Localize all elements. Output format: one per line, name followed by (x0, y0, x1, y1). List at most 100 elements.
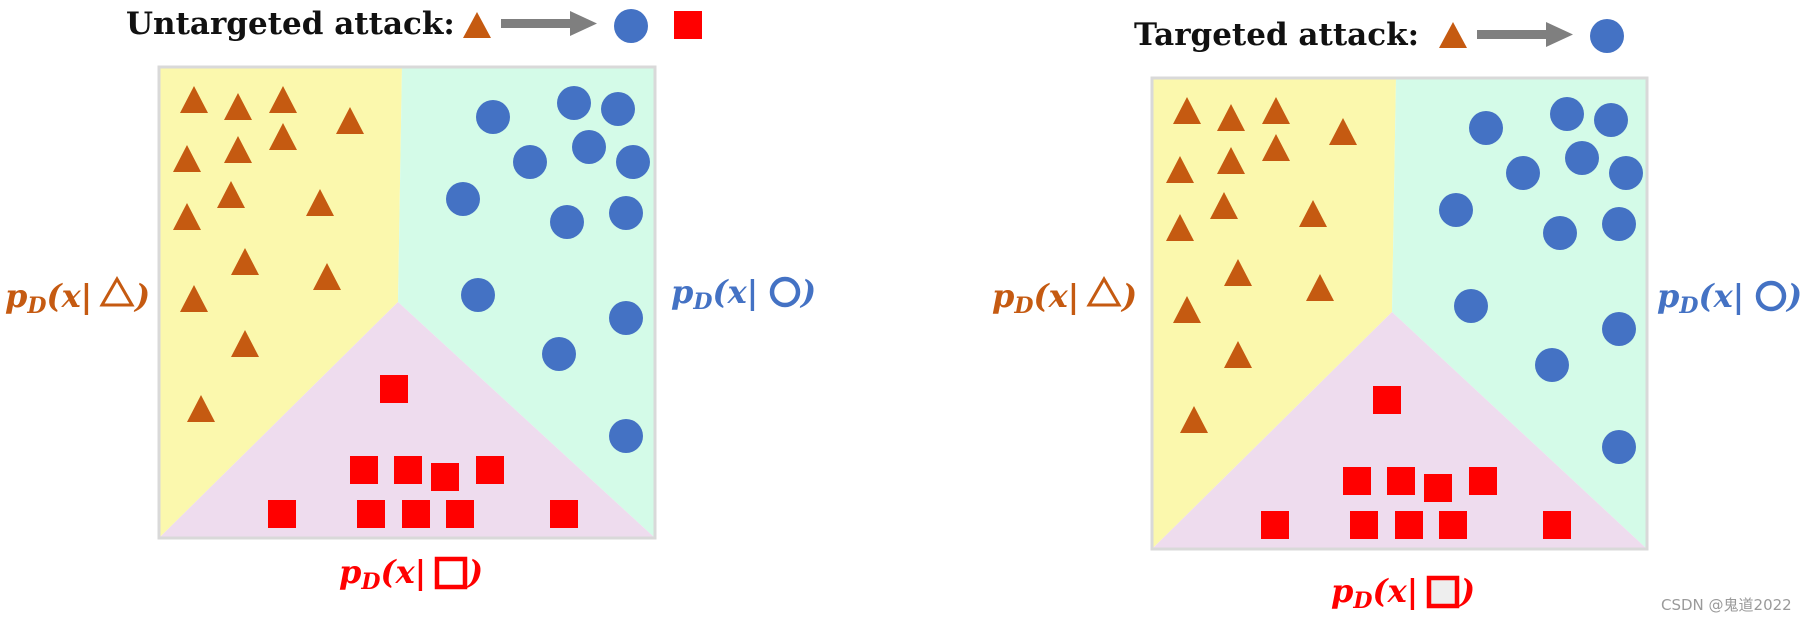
label-square-icon (1426, 575, 1460, 609)
circle-sample (1550, 97, 1584, 131)
triangle-sample (217, 181, 245, 208)
region-triangle (1152, 78, 1396, 549)
triangle-sample (1166, 214, 1194, 241)
triangle-sample (1224, 341, 1252, 368)
circle-sample (446, 182, 480, 216)
circle-sample (1602, 430, 1636, 464)
svg-text:pD(x|: pD(x| (1657, 277, 1744, 319)
legend-arrow-icon (1477, 22, 1573, 47)
square-sample (476, 456, 504, 484)
untargeted-legend (463, 9, 702, 43)
targeted-map (1150, 76, 1649, 551)
label-circle-icon (769, 276, 801, 308)
circle-sample (1535, 348, 1569, 382)
legend-triangle-icon (463, 12, 491, 38)
triangle-sample (231, 248, 259, 275)
label-square-icon (434, 556, 468, 590)
circle-sample (1454, 289, 1488, 323)
triangle-sample (1210, 192, 1238, 219)
square-sample (446, 500, 474, 528)
region-square (159, 302, 655, 538)
label-triangle-icon (1086, 275, 1122, 307)
square-sample (1439, 511, 1467, 539)
circle-sample (609, 196, 643, 230)
triangle-samples (173, 86, 364, 422)
circle-sample (616, 145, 650, 179)
targeted-legend (1439, 19, 1624, 53)
circle-sample (1609, 156, 1643, 190)
svg-text:): ) (1785, 277, 1802, 315)
square-sample (431, 463, 459, 491)
triangle-sample (313, 263, 341, 290)
circle-samples (1439, 97, 1643, 464)
region-triangle (159, 67, 402, 538)
triangle-sample (1262, 134, 1290, 161)
untargeted-panel: Untargeted attack: pD(x| ) (5, 6, 816, 595)
triangle-sample (187, 395, 215, 422)
legend-arrow-icon (501, 11, 597, 36)
svg-text:pD(x|: pD(x| (671, 273, 758, 315)
label-triangle-density: pD(x| ) (992, 275, 1137, 319)
svg-text:pD(x|: pD(x| (339, 553, 426, 595)
label-circle-density: pD(x| ) (671, 273, 816, 315)
triangle-sample (1217, 147, 1245, 174)
circle-sample (542, 337, 576, 371)
untargeted-title: Untargeted attack: (126, 6, 455, 42)
square-sample (1387, 467, 1415, 495)
square-samples (268, 375, 578, 528)
triangle-sample (180, 86, 208, 113)
circle-sample (1506, 156, 1540, 190)
square-sample (1261, 511, 1289, 539)
square-sample (1543, 511, 1571, 539)
circle-sample (1543, 216, 1577, 250)
triangle-sample (1224, 259, 1252, 286)
circle-sample (572, 130, 606, 164)
triangle-sample (180, 285, 208, 312)
watermark: CSDN @鬼道2022 (1661, 596, 1792, 614)
label-square-density: pD(x| ) (1331, 572, 1475, 614)
svg-text:pD(x|: pD(x| (1331, 572, 1418, 614)
triangle-sample (1262, 97, 1290, 124)
svg-text:pD(x|: pD(x| (992, 277, 1079, 319)
square-sample (350, 456, 378, 484)
triangle-sample (224, 93, 252, 120)
targeted-panel: Targeted attack: pD(x| ) pD(x| (992, 17, 1802, 614)
triangle-sample (1166, 156, 1194, 183)
map-frame (157, 65, 657, 540)
circle-sample (609, 419, 643, 453)
targeted-title: Targeted attack: (1134, 17, 1419, 53)
svg-text:pD(x|: pD(x| (5, 277, 92, 319)
triangle-sample (269, 86, 297, 113)
circle-sample (513, 145, 547, 179)
triangle-sample (224, 136, 252, 163)
circle-sample (1602, 207, 1636, 241)
square-sample (394, 456, 422, 484)
triangle-sample (1306, 274, 1334, 301)
square-sample (380, 375, 408, 403)
square-sample (1350, 511, 1378, 539)
circle-sample (461, 278, 495, 312)
circle-sample (476, 100, 510, 134)
circle-samples (446, 86, 650, 453)
svg-text:): ) (1120, 277, 1137, 315)
region-square (1152, 312, 1647, 549)
svg-text:): ) (466, 553, 483, 591)
circle-sample (557, 86, 591, 120)
svg-text:): ) (1458, 572, 1475, 610)
square-sample (357, 500, 385, 528)
label-square-density: pD(x| ) (339, 553, 483, 595)
circle-sample (609, 301, 643, 335)
svg-text:): ) (799, 273, 816, 311)
circle-sample (1439, 193, 1473, 227)
triangle-sample (173, 145, 201, 172)
circle-sample (550, 205, 584, 239)
legend-triangle-icon (1439, 22, 1467, 48)
square-sample (268, 500, 296, 528)
square-sample (402, 500, 430, 528)
map-frame (1150, 76, 1649, 551)
label-circle-density: pD(x| ) (1657, 277, 1802, 319)
circle-sample (1602, 312, 1636, 346)
triangle-sample (1173, 97, 1201, 124)
square-sample (1424, 474, 1452, 502)
